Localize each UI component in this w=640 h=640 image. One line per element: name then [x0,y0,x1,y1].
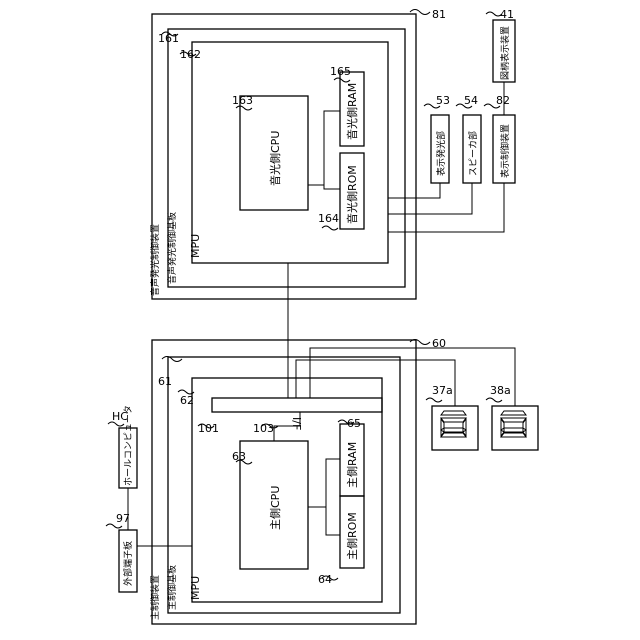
cpu-ram-wire [308,459,340,507]
external-terminal-board-label: 外部端子板 [122,541,134,586]
main-control-device-label: 主制御装置 [149,575,161,620]
ref-53: 53 [436,94,450,107]
speaker-unit-label: スピーカ部 [467,131,479,176]
main-control-board-label: 主制御基板 [166,565,178,610]
ref-165: 165 [330,65,351,78]
ref-62: 62 [180,394,194,407]
if-label: I/F [290,417,303,430]
display-38a [492,406,538,450]
ref-97: 97 [116,512,130,525]
cpu-rom-wire [308,507,340,535]
sound-cpu-rom-wire [308,185,340,189]
ref-37a-leader [426,398,442,402]
ref-162: 162 [180,48,201,61]
ref-63: 63 [232,450,246,463]
ref-164-leader [322,226,338,230]
ref-103: 103 [253,422,274,435]
if-box [212,398,382,412]
mpu-display-light-wire [388,183,440,198]
ref-64: 64 [318,573,332,586]
sound-light-board-box [168,29,405,287]
ref-165-leader [334,78,350,82]
main-ram-label: 主側RAM [346,442,359,488]
display-37a [432,406,478,450]
sound-light-board-label: 音声発光制御基板 [166,212,178,284]
ref-164: 164 [318,212,339,225]
ref-163: 163 [232,94,253,107]
ref-61: 61 [158,375,172,388]
ref-82: 82 [496,94,510,107]
ref-81: 81 [432,8,446,21]
ref-37a: 37a [432,384,453,397]
symbol-display-device-label: 図柄表示装置 [499,26,511,80]
display-light-unit-label: 表示発光部 [435,131,447,176]
ref-60-leader [410,340,430,345]
sound-mpu-label: MPU [189,234,202,258]
sound-cpu-ram-wire [324,111,340,185]
ref-65: 65 [347,417,361,430]
ref-101: 101 [198,422,219,435]
sound-ram-label: 音光側RAM [345,83,359,140]
ref-38a: 38a [490,384,511,397]
ref-161: 161 [158,32,179,45]
main-cpu-label: 主側CPU [269,486,282,530]
ref-hc: HC [112,410,128,423]
display-control-device-label: 表示制御装置 [499,124,511,178]
if-37a-wire [296,360,455,406]
main-rom-label: 主側ROM [346,512,359,560]
ref-41: 41 [500,8,514,21]
ref-54: 54 [464,94,478,107]
sound-rom-label: 音光側ROM [345,165,359,224]
ref-38a-leader [486,398,502,402]
main-control-board-box [168,357,400,613]
ref-60: 60 [432,337,446,350]
main-mpu-label: MPU [189,576,202,600]
sound-cpu-label: 音光側CPU [268,131,282,186]
sound-light-device-label: 音声発光制御装置 [149,224,161,296]
